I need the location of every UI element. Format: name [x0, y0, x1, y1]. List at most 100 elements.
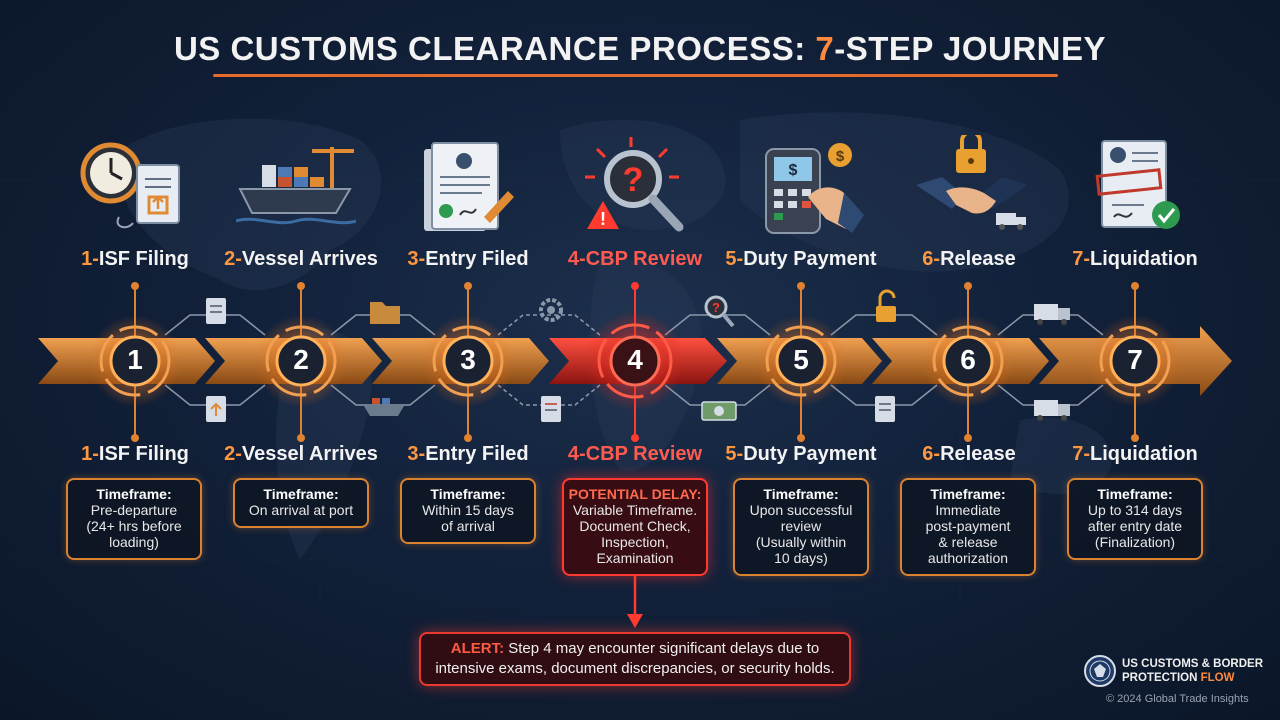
- alert-text-line-2: intensive exams, document discrepancies,…: [435, 660, 835, 677]
- step-1-node: [89, 315, 181, 407]
- alert-label: ALERT:: [450, 640, 505, 657]
- alert-box: ALERT: Step 4 may encounter significant …: [419, 632, 851, 686]
- step-5-timeframe-box: Timeframe: Upon successful review (Usual…: [733, 478, 869, 576]
- timeframe-detail: of arrival: [441, 518, 495, 534]
- step-7-timeframe-box: Timeframe: Up to 314 days after entry da…: [1067, 478, 1203, 560]
- timeframe-detail: Pre-departure: [90, 502, 178, 518]
- step-7-bottom-label: 7-Liquidation: [1072, 443, 1198, 465]
- timeframe-label: Timeframe:: [1097, 486, 1173, 502]
- delay-label: POTENTIAL DELAY:: [568, 486, 702, 502]
- cbp-seal-icon: [1084, 655, 1116, 687]
- timeframe-detail: Immediate: [935, 502, 1001, 518]
- timeframe-label: Timeframe:: [430, 486, 506, 502]
- step-3-bottom-label: 3-Entry Filed: [407, 443, 529, 465]
- step-3-node: [422, 315, 514, 407]
- step-1-number: 1: [127, 344, 143, 375]
- title-accent: 7: [815, 30, 835, 67]
- step-5-bottom-label: 5-Duty Payment: [725, 443, 877, 465]
- timeframe-label: Timeframe:: [763, 486, 839, 502]
- step-4-delay-box: POTENTIAL DELAY: Variable Timeframe. Doc…: [562, 478, 708, 576]
- timeframe-detail: On arrival at port: [248, 502, 354, 518]
- timeframe-detail: & release: [938, 534, 998, 550]
- title-suffix: -STEP JOURNEY: [834, 30, 1107, 67]
- step-6-top-label: 6-Release: [922, 248, 1016, 270]
- timeframe-label: Timeframe:: [96, 486, 172, 502]
- doc-upper-icon-1: [206, 298, 226, 324]
- timeframe-label: Timeframe:: [263, 486, 339, 502]
- brand-line-2: PROTECTION: [1122, 672, 1201, 684]
- step-4-top-label: 4-CBP Review: [567, 248, 703, 270]
- customs-stamp-icon: [1095, 140, 1180, 229]
- step-6-node: [922, 315, 1014, 407]
- timeframe-detail: authorization: [927, 550, 1009, 566]
- step-5-number: 5: [793, 344, 809, 375]
- timeframe-detail: Within 15 days: [422, 502, 514, 518]
- step-5-node: [755, 315, 847, 407]
- timeframe-detail: Document Check,: [579, 518, 691, 534]
- title-underline: [213, 74, 1058, 77]
- timeframe-detail: (24+ hrs before: [86, 518, 182, 534]
- step-6-bottom-label: 6-Release: [922, 443, 1016, 465]
- clock-document-icon: [80, 142, 180, 229]
- timeframe-detail: post-payment: [925, 518, 1011, 534]
- step-1-timeframe-box: Timeframe: Pre-departure (24+ hrs before…: [66, 478, 202, 560]
- cbp-brand-text: US CUSTOMS & BORDER PROTECTION FLOW: [1122, 657, 1272, 685]
- timeframe-detail: (Finalization): [1094, 534, 1176, 550]
- gear-icon: [539, 298, 563, 322]
- svg-text:?: ?: [712, 300, 720, 315]
- step-3-top-label: 3-Entry Filed: [407, 248, 529, 270]
- svg-text:?: ?: [623, 161, 644, 199]
- process-flow-band: ?: [38, 282, 1232, 442]
- timeframe-detail: Up to 314 days: [1087, 502, 1183, 518]
- timeframe-detail: (Usually within: [755, 534, 847, 550]
- step-5-top-label: 5-Duty Payment: [725, 248, 877, 270]
- cash-icon: [701, 401, 737, 421]
- cargo-ship-icon: [236, 147, 356, 225]
- svg-text:$: $: [836, 148, 845, 165]
- unlocked-padlock-icon: [876, 289, 896, 322]
- timeframe-detail: review: [780, 518, 822, 534]
- step-6-timeframe-box: Timeframe: Immediate post-payment & rele…: [900, 478, 1036, 576]
- step-1-bottom-label: 1-ISF Filing: [81, 443, 189, 465]
- payment-terminal-icon: $ $: [765, 143, 864, 234]
- step-3-number: 3: [460, 344, 476, 375]
- step-4-number: 4: [627, 344, 643, 375]
- timeframe-detail: Variable Timeframe.: [572, 502, 698, 518]
- delivery-truck-icon: [1034, 304, 1070, 325]
- timeframe-label: Timeframe:: [930, 486, 1006, 502]
- step-2-node: [255, 315, 347, 407]
- svg-text:!: !: [600, 209, 606, 229]
- step-6-number: 6: [960, 344, 976, 375]
- step-2-timeframe-box: Timeframe: On arrival at port: [233, 478, 369, 528]
- step-2-number: 2: [293, 344, 309, 375]
- ship-small-icon: [364, 398, 404, 416]
- page-title: US CUSTOMS CLEARANCE PROCESS: 7-STEP JOU…: [0, 30, 1280, 68]
- magnifier-warning-icon: ? !: [585, 137, 684, 232]
- signed-document-icon: [424, 142, 514, 231]
- timeframe-detail: Inspection,: [601, 534, 669, 550]
- folder-icon: [370, 302, 400, 324]
- step-2-top-label: 2-Vessel Arrives: [224, 248, 378, 270]
- brand-flow-word: FLOW: [1200, 672, 1235, 684]
- copyright-text: © 2024 Global Trade Insights: [1106, 693, 1249, 705]
- step-2-bottom-label: 2-Vessel Arrives: [224, 443, 378, 465]
- title-prefix: US CUSTOMS CLEARANCE PROCESS:: [173, 30, 816, 67]
- timeframe-detail: loading): [109, 534, 159, 550]
- alert-text-line-1: Step 4 may encounter significant delays …: [504, 640, 820, 657]
- timeframe-detail: Examination: [596, 550, 674, 566]
- doc-lower-icon-5: [875, 396, 895, 422]
- doc-lower-icon-3: [541, 396, 561, 422]
- timeframe-detail: after entry date: [1087, 518, 1183, 534]
- handshake-lock-icon: [916, 135, 1028, 230]
- step-4-node: [585, 311, 685, 411]
- step-7-top-label: 7-Liquidation: [1072, 248, 1198, 270]
- step-1-top-label: 1-ISF Filing: [81, 248, 189, 270]
- truck-lower-icon: [1034, 400, 1070, 421]
- doc-lower-icon-1: [206, 396, 226, 422]
- step-3-timeframe-box: Timeframe: Within 15 days of arrival: [400, 478, 536, 544]
- magnifier-small-icon: ?: [704, 295, 735, 328]
- step-7-number: 7: [1127, 344, 1143, 375]
- timeframe-detail: 10 days): [774, 550, 828, 566]
- alert-down-arrow: [627, 576, 643, 628]
- timeframe-detail: Upon successful: [749, 502, 853, 518]
